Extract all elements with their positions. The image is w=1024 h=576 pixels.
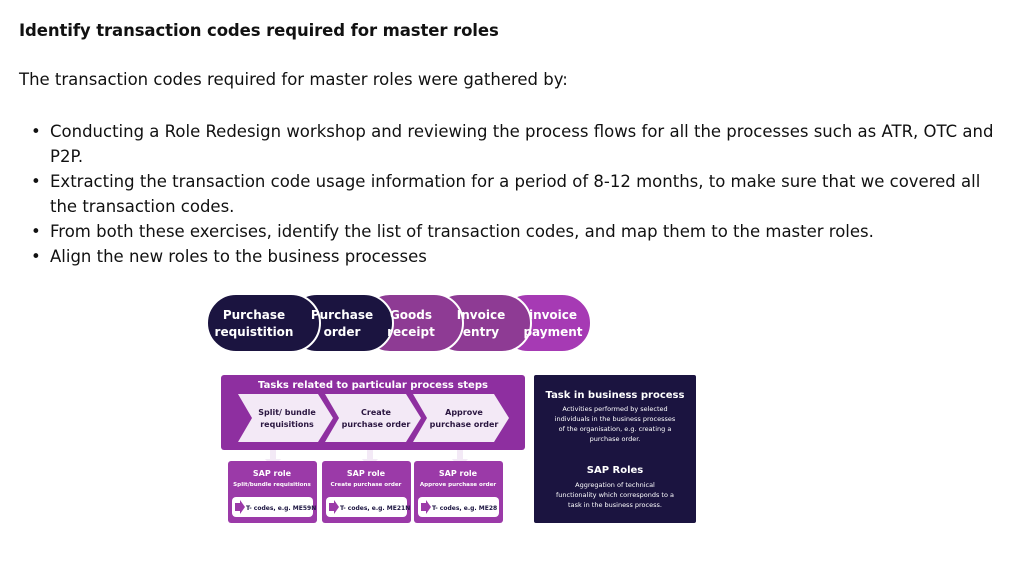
process-step-label: Invoice <box>457 308 505 322</box>
bullet-item: From both these exercises, identify the … <box>31 219 1006 244</box>
bullet-item: Align the new roles to the business proc… <box>31 244 1006 269</box>
legend-heading: SAP Roles <box>587 465 644 476</box>
page-title: Identify transaction codes required for … <box>19 21 499 40</box>
process-step-label: Goods <box>390 308 432 322</box>
sap-role-title: SAP role <box>253 469 292 478</box>
legend-background <box>534 375 696 523</box>
process-step-label: order <box>324 325 361 339</box>
sap-role-title: SAP role <box>347 469 386 478</box>
right-arrow-icon <box>329 500 339 514</box>
bullet-item: Extracting the transaction code usage in… <box>31 169 1006 219</box>
task-chevron <box>325 394 421 442</box>
task-label: Approve <box>445 408 483 417</box>
legend-text: purchase order. <box>590 435 641 443</box>
task-label: requisitions <box>260 420 314 429</box>
legend-text: individuals in the business processes <box>555 415 676 423</box>
sap-role-subtitle: Split/bundle requisitions <box>233 482 311 488</box>
process-step-label: receipt <box>387 325 435 339</box>
sap-role-title: SAP role <box>439 469 478 478</box>
task-label: purchase order <box>430 420 499 429</box>
tcode-label: T- codes, e.g. ME59N <box>246 505 316 512</box>
task-label: Create <box>361 408 391 417</box>
legend-text: Aggregation of technical <box>575 481 655 489</box>
tcode-pill <box>326 497 407 517</box>
sap-role-subtitle: Create purchase order <box>331 482 402 488</box>
task-label: purchase order <box>342 420 411 429</box>
task-label: Split/ bundle <box>258 408 316 417</box>
tasks-panel-header: Tasks related to particular process step… <box>258 380 488 391</box>
tcode-label: T- codes, e.g. ME21N <box>340 505 410 512</box>
tasks-panel: Tasks related to particular process step… <box>221 375 525 450</box>
down-arrow-icon <box>367 450 373 460</box>
tcode-pill <box>232 497 313 517</box>
process-chain: Purchase requistition Purchase order Goo… <box>206 293 592 353</box>
process-step-label: Purchase <box>311 308 373 322</box>
bullet-item: Conducting a Role Redesign workshop and … <box>31 119 1006 169</box>
tcode-label: T- codes, e.g. ME28 <box>432 505 497 512</box>
legend-panel: Task in business process Activities perf… <box>534 375 696 523</box>
bullet-list: Conducting a Role Redesign workshop and … <box>31 119 1006 269</box>
right-arrow-icon <box>235 500 245 514</box>
legend-text: task in the business process. <box>568 501 662 509</box>
legend-text: Activities performed by selected <box>562 405 667 413</box>
sap-role-subtitle: Approve purchase order <box>420 482 497 488</box>
process-step-label: invoice <box>529 308 577 322</box>
down-arrow-icon <box>457 450 463 460</box>
process-step-label: requistition <box>215 325 294 339</box>
down-arrow-icon <box>270 450 276 460</box>
task-chevron <box>413 394 509 442</box>
sap-role-boxes: SAP role Split/bundle requisitions SAP r… <box>228 461 503 523</box>
intro-text: The transaction codes required for maste… <box>19 70 568 89</box>
task-chevron <box>238 394 333 442</box>
legend-heading: Task in business process <box>546 390 685 401</box>
right-arrow-icon <box>421 500 431 514</box>
process-step-label: entry <box>463 325 499 339</box>
tcode-pill <box>418 497 499 517</box>
legend-text: of the organisation, e.g. creating a <box>559 425 672 433</box>
process-step-label: payment <box>523 325 582 339</box>
process-step-label: Purchase <box>223 308 285 322</box>
process-step-purchase-requisition <box>206 293 321 353</box>
legend-text: functionality which corresponds to a <box>556 491 674 499</box>
